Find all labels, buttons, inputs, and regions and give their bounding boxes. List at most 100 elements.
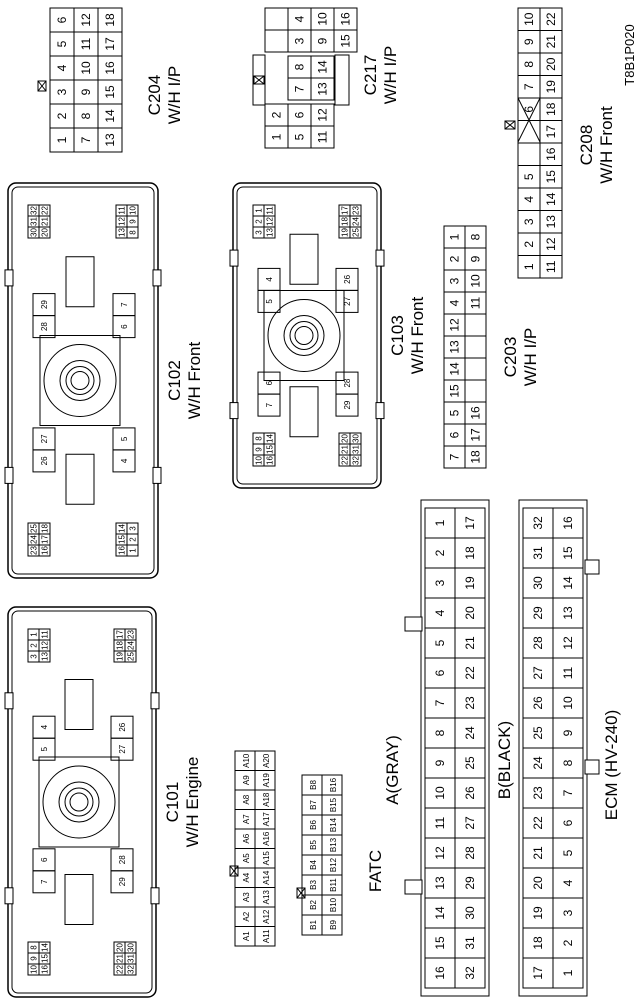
pin-label: 16 [266, 456, 275, 465]
c204-sublabel: W/H I/P [165, 66, 184, 125]
pin-label: 13 [433, 876, 447, 890]
pin-label: 19 [463, 576, 477, 590]
pin-label: 10 [79, 61, 93, 75]
fatc-label: FATC [366, 850, 385, 892]
pin-label: B8 [309, 780, 318, 790]
pin-label: 26 [531, 696, 545, 710]
pin-label: 30 [463, 906, 477, 920]
c203-label: C203 [501, 337, 520, 378]
pin-label: 31 [531, 546, 545, 560]
pin-label: 15 [103, 85, 117, 99]
pin-label: 18 [469, 450, 483, 464]
pin-label: 18 [531, 936, 545, 950]
pin-label: 19 [116, 652, 125, 661]
pin-label: 29 [463, 876, 477, 890]
pin-label: A18 [262, 792, 271, 807]
pin-label: 24 [30, 535, 39, 544]
pin-label: 6 [448, 431, 462, 438]
pin-label: 7 [120, 302, 129, 307]
pin-label: A14 [262, 870, 271, 885]
pin-label: 16 [118, 546, 127, 555]
pin-label: 29 [40, 300, 49, 309]
c208-sublabel: W/H Front [597, 106, 616, 184]
pin-label: 7 [293, 85, 307, 92]
pin-label: 22 [341, 456, 350, 465]
pin-label: 13 [41, 652, 50, 661]
pin-label: 18 [341, 217, 350, 226]
pin-label: 17 [544, 125, 558, 139]
pin-label: 11 [41, 630, 50, 639]
pin-label: 15 [433, 936, 447, 950]
pin-label: A9 [242, 775, 251, 785]
pin-label: 32 [531, 516, 545, 530]
pin-label: B16 [329, 777, 338, 792]
pin-label: 10 [433, 786, 447, 800]
pin-label: 6 [433, 669, 447, 676]
pin-label: 3 [255, 230, 264, 235]
pin-label: 12 [266, 217, 275, 226]
figure-code: T8B1P020 [622, 24, 637, 85]
pin-label: 20 [116, 943, 125, 952]
pin-label: 13 [448, 340, 462, 354]
pin-label: 17 [469, 428, 483, 442]
pin-label: 17 [341, 206, 350, 215]
pin-label: 23 [531, 786, 545, 800]
pin-label: 13 [266, 228, 275, 237]
pin-label: 30 [30, 228, 39, 237]
pin-label: B2 [309, 900, 318, 910]
ecm-b-label: B(BLACK) [495, 721, 514, 799]
pin-label: B9 [329, 920, 338, 930]
pin-label: A7 [242, 814, 251, 824]
pin-label: 23 [127, 630, 136, 639]
pin-label: 8 [79, 112, 93, 119]
pin-label: 2 [255, 219, 264, 224]
pin-label: 17 [463, 516, 477, 530]
pin-label: 3 [55, 88, 69, 95]
pin-label: 13 [544, 215, 558, 229]
pin-label: 15 [448, 384, 462, 398]
pin-label: 8 [561, 759, 575, 766]
pin-label: 8 [129, 230, 138, 235]
pin-label: 12 [433, 846, 447, 860]
pin-label: 14 [118, 524, 127, 533]
pin-label: 14 [266, 434, 275, 443]
pin-label: 17 [116, 630, 125, 639]
pin-label: 28 [343, 378, 352, 387]
pin-label: 31 [127, 954, 136, 963]
pin-label: 26 [343, 274, 352, 283]
pin-label: 20 [41, 228, 50, 237]
pin-label: 6 [120, 324, 129, 329]
pin-label: 24 [127, 641, 136, 650]
pin-label: 15 [266, 445, 275, 454]
pin-label: 13 [316, 82, 330, 96]
pin-label: 32 [30, 206, 39, 215]
pin-label: 7 [40, 879, 49, 884]
ecm-a-label: A(GRAY) [383, 735, 402, 805]
pin-label: 9 [469, 255, 483, 262]
pin-label: 12 [41, 641, 50, 650]
pin-label: 16 [103, 61, 117, 75]
pin-label: 8 [30, 945, 39, 950]
pin-label: 12 [544, 237, 558, 251]
pin-label: 9 [522, 38, 536, 45]
pin-label: 16 [469, 406, 483, 420]
pin-label: 7 [448, 453, 462, 460]
pin-label: 3 [293, 37, 307, 44]
pin-label: 8 [433, 729, 447, 736]
module-label: C102 [165, 360, 184, 401]
pin-label: 8 [255, 436, 264, 441]
pin-label: 2 [270, 111, 284, 118]
pin-label: 7 [433, 699, 447, 706]
pin-label: 15 [41, 954, 50, 963]
pin-label: 25 [531, 726, 545, 740]
pin-label: 6 [55, 16, 69, 23]
pin-label: 6 [293, 111, 307, 118]
pin-label: 16 [339, 12, 353, 26]
pin-label: 25 [127, 652, 136, 661]
pin-label: 30 [531, 576, 545, 590]
pin-label: 16 [433, 966, 447, 980]
pin-label: 5 [522, 173, 536, 180]
